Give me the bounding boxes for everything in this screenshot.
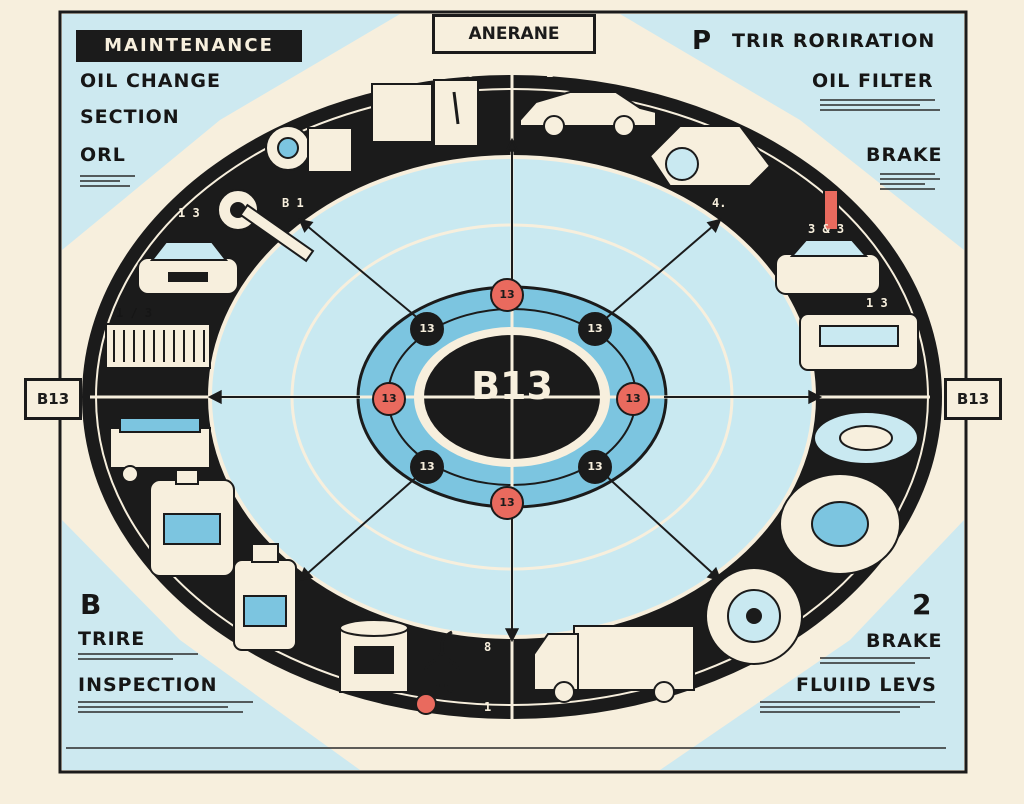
oil-filter-icon bbox=[265, 125, 353, 173]
side-tag-left: B13 bbox=[24, 378, 82, 420]
side-tag-right: B13 bbox=[944, 378, 1002, 420]
arrow-head-0 bbox=[504, 137, 520, 152]
num-right-mid: 4. bbox=[712, 196, 727, 210]
badge-top-left: 13 bbox=[410, 312, 444, 346]
label-brake-top: BRAKE bbox=[866, 144, 943, 166]
fine-print-right-2 bbox=[880, 170, 940, 216]
label-trire: TRIRE bbox=[78, 628, 146, 650]
num-top-left-b: B 1 bbox=[282, 196, 304, 210]
delivery-van-icon bbox=[533, 625, 695, 703]
corner-mark-top-right: P bbox=[692, 26, 713, 56]
label-brake-bottom: BRAKE bbox=[866, 630, 943, 652]
label-fluid-levels: FLUIID LEVS bbox=[796, 674, 937, 696]
label-inspection: INSPECTION bbox=[78, 674, 218, 696]
sedan-car-icon bbox=[519, 91, 657, 137]
car-front-icon bbox=[137, 241, 239, 295]
num-top-center-1: 1 bbox=[546, 66, 554, 80]
brake-caliper-icon bbox=[648, 125, 772, 187]
grease-can-icon bbox=[339, 619, 409, 693]
badge-top: 13 bbox=[490, 278, 524, 312]
dna-coil-icon bbox=[415, 630, 460, 715]
wheel-icon bbox=[705, 567, 803, 665]
oil-gauge-icon bbox=[371, 79, 479, 147]
corner-mark-bottom-left: B bbox=[80, 588, 103, 621]
engine-icon bbox=[109, 417, 211, 483]
wrench-icon bbox=[217, 189, 315, 263]
num-top-left-ring: 1 3 bbox=[178, 206, 200, 220]
arrow-head-3 bbox=[808, 389, 823, 405]
tire-icon bbox=[779, 473, 901, 575]
oil-jug-icon bbox=[149, 469, 235, 577]
fine-print-br-2 bbox=[760, 698, 940, 744]
badge-right: 13 bbox=[616, 382, 650, 416]
badge-left: 13 bbox=[372, 382, 406, 416]
corner-mark-bottom-right: 2 bbox=[912, 588, 933, 621]
battery-icon bbox=[105, 323, 211, 369]
radial-arrows bbox=[207, 137, 823, 643]
fine-print-left-1 bbox=[80, 172, 140, 218]
car-lift-icon bbox=[775, 189, 881, 295]
label-oil-change: OIL CHANGE bbox=[80, 70, 221, 92]
arrow-line-7 bbox=[603, 473, 721, 581]
arrow-head-4 bbox=[298, 218, 314, 233]
badge-top-right: 13 bbox=[578, 312, 612, 346]
arrow-line-6 bbox=[299, 473, 421, 581]
fine-print-right-1 bbox=[820, 96, 940, 142]
badge-bottom: 13 bbox=[490, 486, 524, 520]
arrow-line-4 bbox=[299, 219, 421, 321]
corner-panel-tl bbox=[62, 14, 400, 250]
fine-print-bl-1 bbox=[78, 650, 208, 696]
arrow-head-1 bbox=[504, 628, 520, 643]
top-banner: ANERANE bbox=[432, 14, 596, 54]
fine-print-br-1 bbox=[820, 654, 940, 700]
num-right-ring-b: 1 3 bbox=[866, 296, 888, 310]
maintenance-title: MAINTENANCE bbox=[76, 30, 302, 62]
center-label: B13 bbox=[471, 364, 553, 408]
label-section: SECTION bbox=[80, 106, 180, 128]
badge-bottom-left: 13 bbox=[410, 450, 444, 484]
num-left-ring: 1 / 3 bbox=[116, 306, 153, 320]
oil-bottle-icon bbox=[233, 543, 297, 651]
grille-icon bbox=[799, 313, 919, 371]
arrow-head-2 bbox=[207, 389, 222, 405]
fine-print-footer bbox=[66, 744, 956, 790]
label-orl: ORL bbox=[80, 144, 126, 166]
icons-layer bbox=[105, 79, 919, 715]
brake-disc-icon bbox=[813, 411, 919, 465]
label-oil-filter: OIL FILTER bbox=[812, 70, 934, 92]
corner-panel-tr bbox=[620, 14, 964, 250]
num-top-center-g: G bbox=[466, 66, 474, 80]
num-bottom-center: 8 bbox=[484, 640, 492, 654]
num-bottom-center-1: 1 bbox=[484, 700, 492, 714]
fine-print-bl-2 bbox=[78, 698, 258, 744]
arrow-head-7 bbox=[706, 566, 722, 582]
label-trir-roriration: TRIR RORIRATION bbox=[732, 30, 936, 52]
arrow-head-5 bbox=[706, 218, 722, 233]
arrow-head-6 bbox=[298, 566, 314, 582]
num-right-ring-a: 3 & 3 bbox=[808, 222, 845, 236]
arrow-line-5 bbox=[603, 219, 721, 321]
badge-bottom-right: 13 bbox=[578, 450, 612, 484]
